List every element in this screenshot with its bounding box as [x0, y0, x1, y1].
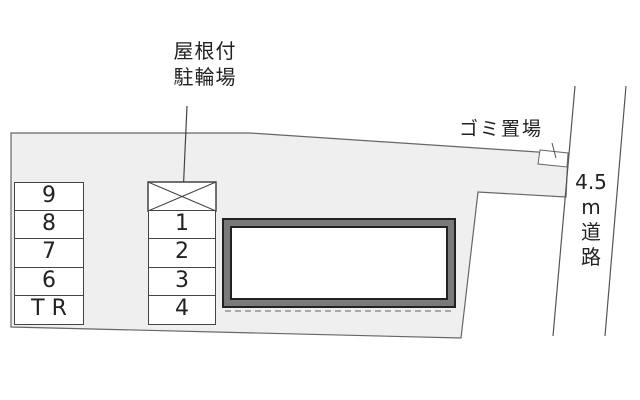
parking-stall: 9 — [14, 182, 84, 212]
parking-stall: 8 — [14, 210, 84, 240]
parking-stall: 1 — [148, 210, 216, 240]
roofed-bicycle-parking-label: 屋根付 駐輪場 — [160, 38, 250, 90]
parking-stall: 4 — [148, 295, 216, 325]
parking-stall: T R — [14, 295, 84, 325]
parking-stall: 6 — [14, 267, 84, 297]
bicycle-parking-leader-line — [182, 105, 188, 197]
parking-stall: 3 — [148, 267, 216, 297]
road-width: 4.5 — [575, 170, 607, 194]
road-unit: m — [581, 195, 601, 219]
garbage-area-label: ゴミ置場 — [459, 118, 544, 140]
road-text: 路 — [581, 245, 601, 269]
road-edge-left — [552, 85, 576, 337]
label-line: 駐輪場 — [173, 65, 237, 89]
label-line: 屋根付 — [173, 39, 237, 63]
road-edge-right — [604, 85, 627, 337]
parking-stall: 7 — [14, 238, 84, 268]
road-text: 道 — [581, 220, 601, 244]
building-inner — [230, 226, 448, 300]
road-label: 4.5 m 道 路 — [574, 170, 608, 270]
garbage-leader-line — [551, 142, 557, 159]
parking-stall: 2 — [148, 238, 216, 268]
garbage-area-box — [537, 149, 569, 168]
